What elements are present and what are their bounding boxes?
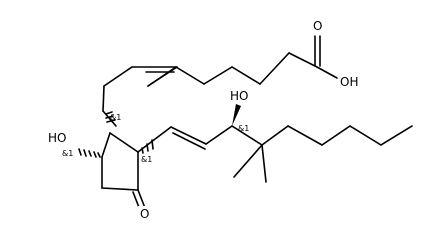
atom-o-carbonyl: O (313, 19, 322, 33)
bond (101, 187, 139, 191)
bond (231, 66, 261, 85)
bond (203, 66, 233, 85)
hashed-wedge (141, 139, 154, 154)
bond (137, 126, 172, 153)
wedge-bond (232, 104, 241, 126)
stereo-label: &1 (62, 149, 73, 158)
bond (101, 132, 111, 158)
double-bond-inner (172, 132, 206, 150)
cyclopentane-ring: O HO (46, 110, 150, 221)
bond (147, 66, 178, 87)
bond (175, 66, 205, 85)
hashed-wedge (78, 148, 101, 158)
bond (288, 52, 318, 68)
bond (349, 125, 382, 146)
carboxylic-acid: O OH (288, 18, 360, 89)
bond (287, 125, 323, 146)
atom-oh-acid: OH (340, 75, 358, 89)
bond (261, 144, 267, 183)
bond (205, 125, 233, 145)
bond (259, 52, 290, 85)
bond (102, 85, 105, 112)
bond (231, 125, 263, 146)
bond (380, 125, 413, 146)
bond (103, 66, 133, 87)
bond (261, 125, 289, 146)
bond (321, 125, 351, 146)
omega-chain: HO (137, 88, 413, 183)
atom-o-ketone: O (140, 207, 149, 221)
stereo-label: &1 (110, 113, 121, 122)
bond (102, 110, 117, 127)
hashed-wedge (105, 111, 116, 123)
alpha-chain (102, 52, 290, 112)
bond (109, 132, 139, 153)
atom-ho-chain: HO (230, 89, 248, 103)
stereo-label: &1 (238, 124, 249, 133)
bond (137, 189, 146, 209)
bond (170, 126, 207, 145)
bond (233, 144, 263, 178)
bond (316, 66, 338, 79)
atom-ho-ring: HO (48, 131, 66, 145)
stereo-label: &1 (141, 155, 152, 164)
stereo-labels: &1 &1 &1 &1 (62, 113, 249, 164)
